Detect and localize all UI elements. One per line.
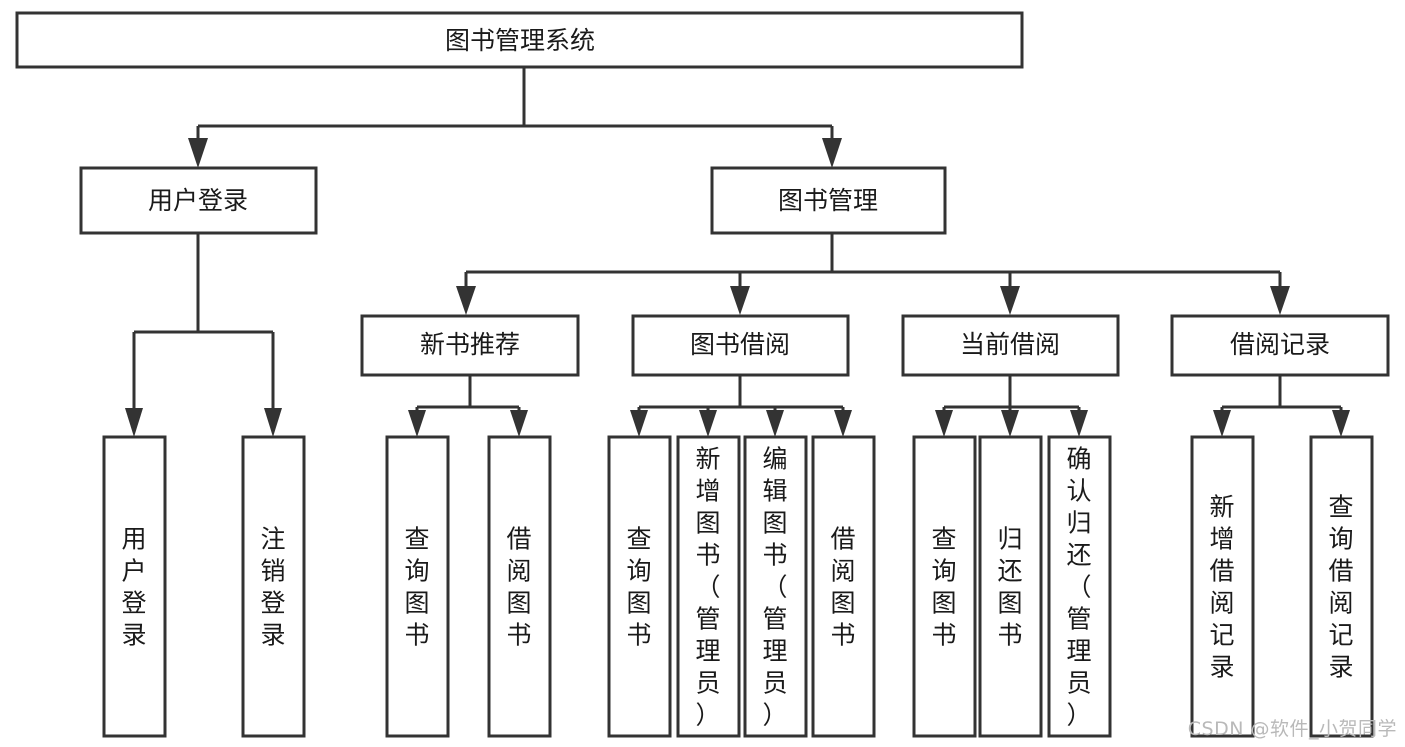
node-leaf-user-login-box[interactable] (102, 435, 167, 738)
node-user-login[interactable]: 用户登录 (79, 166, 318, 235)
arrow-head-leaf-query-book-1 (408, 410, 426, 437)
arrow-head-leaf-query-book-2 (630, 410, 648, 437)
node-leaf-add-record-label: 新增借阅记录 (1209, 492, 1234, 681)
arrow-head-book-borrow (730, 286, 750, 315)
node-leaf-borrow-book-2-box[interactable] (811, 435, 876, 738)
node-book-manage[interactable]: 图书管理 (710, 166, 947, 235)
node-leaf-user-logout[interactable]: 注销登录 (241, 435, 306, 738)
node-leaf-add-book-label: 新增图书（管理员） (695, 444, 720, 729)
node-leaf-query-book-3-box[interactable] (912, 435, 977, 738)
node-borrow-record-box[interactable] (1170, 314, 1390, 377)
connector-layer (125, 67, 1350, 437)
node-book-manage-box[interactable] (710, 166, 947, 235)
node-leaf-edit-book-label: 编辑图书（管理员） (762, 444, 787, 729)
node-root-box[interactable] (15, 11, 1024, 69)
node-leaf-user-logout-box[interactable] (241, 435, 306, 738)
arrow-head-leaf-query-book-3 (935, 410, 953, 437)
node-leaf-user-login[interactable]: 用户登录 (102, 435, 167, 738)
node-leaf-confirm-return-box[interactable] (1047, 435, 1112, 738)
node-borrow-record-label: 借阅记录 (1230, 330, 1330, 359)
node-new-book-recommend[interactable]: 新书推荐 (360, 314, 580, 377)
node-leaf-query-record[interactable]: 查询借阅记录 (1309, 435, 1374, 738)
node-user-login-box[interactable] (79, 166, 318, 235)
node-leaf-edit-book[interactable]: 编辑图书（管理员） (743, 435, 808, 738)
node-current-borrow-box[interactable] (901, 314, 1120, 377)
arrow-head-leaf-borrow-book-1 (510, 410, 528, 437)
arrow-head-leaf-user-login (125, 408, 143, 437)
node-root[interactable]: 图书管理系统 (15, 11, 1024, 69)
node-book-manage-label: 图书管理 (778, 186, 878, 215)
arrow-head-new-book-recommend (456, 286, 476, 315)
node-leaf-query-book-3[interactable]: 查询图书 (912, 435, 977, 738)
arrow-head-leaf-add-book (699, 410, 717, 437)
node-leaf-return-book[interactable]: 归还图书 (978, 435, 1043, 738)
arrow-head-book-manage (822, 138, 842, 168)
node-leaf-borrow-book-1-box[interactable] (487, 435, 552, 738)
csdn-watermark: CSDN @软件_小贺同学 (1187, 718, 1397, 740)
node-current-borrow-label: 当前借阅 (960, 330, 1060, 359)
arrow-head-leaf-borrow-book-2 (834, 410, 852, 437)
node-leaf-add-book-box[interactable] (676, 435, 741, 738)
node-leaf-query-record-box[interactable] (1309, 435, 1374, 738)
node-root-label: 图书管理系统 (445, 26, 595, 55)
arrow-head-current-borrow (1000, 286, 1020, 315)
node-book-borrow[interactable]: 图书借阅 (631, 314, 850, 377)
node-leaf-query-book-2-label: 查询图书 (626, 524, 651, 649)
arrow-head-borrow-record (1270, 286, 1290, 315)
node-leaf-add-book[interactable]: 新增图书（管理员） (676, 435, 741, 738)
node-leaf-query-book-2[interactable]: 查询图书 (607, 435, 672, 738)
node-leaf-query-book-1-label: 查询图书 (404, 524, 429, 649)
arrow-head-leaf-confirm-return (1070, 410, 1088, 437)
node-leaf-add-record[interactable]: 新增借阅记录 (1190, 435, 1255, 738)
node-leaf-user-logout-label: 注销登录 (260, 524, 285, 649)
node-leaf-borrow-book-2-label: 借阅图书 (830, 524, 855, 649)
node-leaf-query-record-label: 查询借阅记录 (1328, 492, 1353, 681)
node-user-login-label: 用户登录 (148, 186, 248, 215)
node-leaf-borrow-book-1-label: 借阅图书 (506, 524, 531, 649)
node-book-borrow-label: 图书借阅 (690, 330, 790, 359)
node-leaf-query-book-1-box[interactable] (385, 435, 450, 738)
node-leaf-user-login-label: 用户登录 (121, 524, 146, 649)
node-leaf-query-book-1[interactable]: 查询图书 (385, 435, 450, 738)
arrow-head-leaf-query-record (1332, 410, 1350, 437)
node-leaf-add-record-box[interactable] (1190, 435, 1255, 738)
node-leaf-return-book-box[interactable] (978, 435, 1043, 738)
node-leaf-borrow-book-2[interactable]: 借阅图书 (811, 435, 876, 738)
arrow-head-leaf-add-record (1213, 410, 1231, 437)
arrow-head-user-login (188, 138, 208, 168)
node-leaf-edit-book-box[interactable] (743, 435, 808, 738)
node-book-borrow-box[interactable] (631, 314, 850, 377)
node-leaf-confirm-return-label: 确认归还（管理员） (1066, 444, 1091, 729)
node-leaf-return-book-label: 归还图书 (997, 524, 1022, 649)
node-leaf-query-book-2-box[interactable] (607, 435, 672, 738)
node-leaf-confirm-return[interactable]: 确认归还（管理员） (1047, 435, 1112, 738)
arrow-head-leaf-user-logout (264, 408, 282, 437)
node-leaf-query-book-3-label: 查询图书 (931, 524, 956, 649)
node-leaf-borrow-book-1[interactable]: 借阅图书 (487, 435, 552, 738)
arrow-head-leaf-return-book (1001, 410, 1019, 437)
node-new-book-recommend-label: 新书推荐 (420, 330, 520, 359)
node-new-book-recommend-box[interactable] (360, 314, 580, 377)
arrow-head-leaf-edit-book (766, 410, 784, 437)
node-current-borrow[interactable]: 当前借阅 (901, 314, 1120, 377)
node-borrow-record[interactable]: 借阅记录 (1170, 314, 1390, 377)
